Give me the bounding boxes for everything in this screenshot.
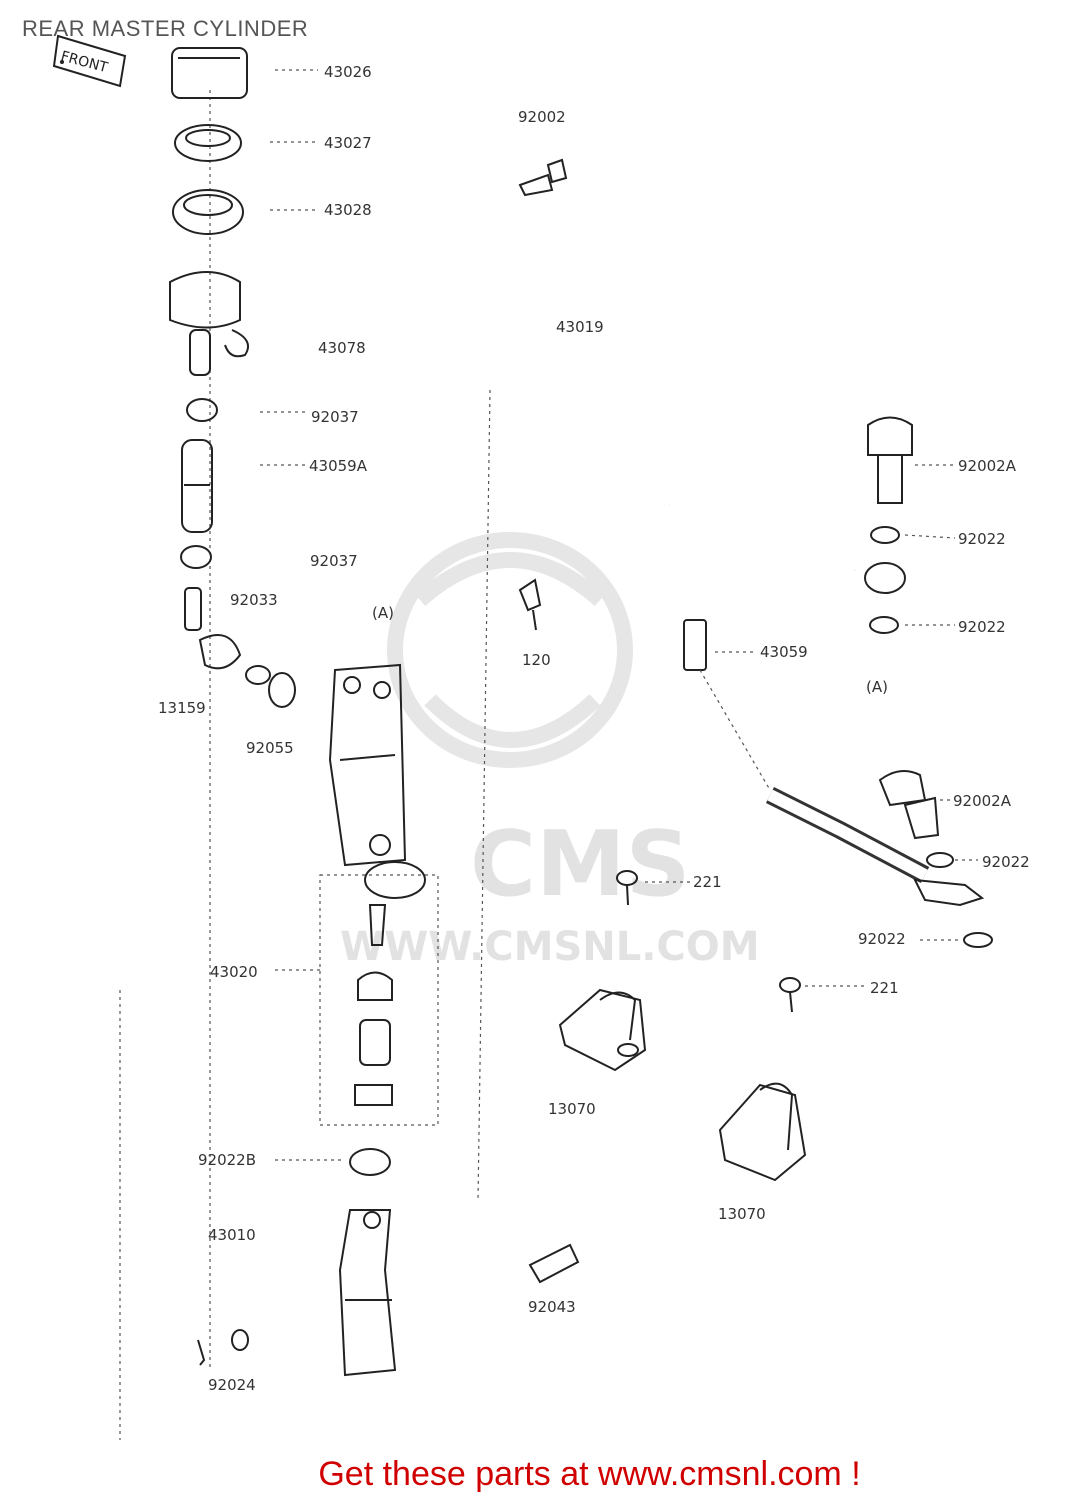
diagram-title: REAR MASTER CYLINDER (22, 16, 309, 41)
bracket-13070-left (558, 988, 647, 1072)
label-43059: 43059 (760, 643, 808, 661)
bolt-221-left (616, 870, 638, 906)
label-43027: 43027 (324, 134, 372, 152)
reservoir-43078 (169, 271, 249, 376)
push-rod-43010 (338, 1209, 397, 1377)
label-221-right: 221 (870, 979, 899, 997)
label-13070-left: 13070 (548, 1100, 596, 1118)
master-cylinder-body-92055 (328, 663, 407, 867)
reservoir-cap-43026 (171, 47, 248, 99)
watermark-url-text: WWW.CMSNL.COM (340, 924, 760, 970)
label-92022-upper-2: 92022 (958, 618, 1006, 636)
label-92037-lower: 92037 (310, 552, 358, 570)
hose-43059A (181, 439, 213, 533)
cotter-pin-92024 (197, 1329, 249, 1366)
bolt-221-right (779, 977, 801, 1013)
washer-92022-upper-2 (869, 616, 899, 634)
hose-guide-line (699, 669, 771, 791)
front-tag: FRONT (52, 34, 127, 88)
label-ref-a-right: (A) (866, 678, 888, 696)
footer-banner[interactable]: Get these parts at www.cmsnl.com ! (0, 1455, 1087, 1494)
o-ring-13159 (268, 672, 296, 708)
label-ref-a-left: (A) (372, 604, 394, 622)
label-92024: 92024 (208, 1376, 256, 1394)
clamp-92037-lower (180, 545, 212, 569)
label-43026: 43026 (324, 63, 372, 81)
brake-hose-lower (765, 786, 985, 907)
label-13070-right: 13070 (718, 1205, 766, 1223)
clamp-92037-upper (186, 398, 218, 422)
label-92002A-lower: 92002A (953, 792, 1012, 810)
part-labels: 43026 43027 43028 43078 92037 43059A 920… (158, 63, 1030, 1394)
label-92022-lower-1: 92022 (982, 853, 1030, 871)
diaphragm-plate-43027 (174, 124, 242, 162)
label-43028: 43028 (324, 201, 372, 219)
label-92043: 92043 (528, 1298, 576, 1316)
bracket-13070-right (718, 1082, 807, 1182)
label-92002: 92002 (518, 108, 566, 126)
brake-hose-43059 (665, 478, 906, 671)
label-92033: 92033 (230, 591, 278, 609)
middle-center-line (477, 389, 491, 1201)
bolt-92002A-upper (867, 416, 913, 504)
label-92037-upper: 92037 (311, 408, 359, 426)
label-92022-lower-2: 92022 (858, 930, 906, 948)
watermark: CMS WWW.CMSNL.COM (340, 532, 760, 970)
washer-92022-lower-2 (963, 932, 993, 948)
label-43059A: 43059A (309, 457, 368, 475)
boot-92022B (349, 1148, 391, 1176)
pin-92043 (528, 1243, 580, 1284)
piston-kit-43020 (319, 861, 439, 1126)
label-43078: 43078 (318, 339, 366, 357)
watermark-logo-text: CMS (470, 812, 690, 917)
label-120: 120 (522, 651, 551, 669)
bolt-120 (518, 578, 542, 631)
diaphragm-43028 (172, 189, 244, 235)
label-92022B: 92022B (198, 1151, 256, 1169)
leader-lines (260, 69, 978, 1161)
bolt-92002A-lower (878, 770, 940, 840)
label-43019: 43019 (556, 318, 604, 336)
label-92002A-upper: 92002A (958, 457, 1017, 475)
washer-92022-upper-1 (870, 526, 900, 544)
washer-92022-lower-1 (926, 852, 954, 868)
label-92022-upper-1: 92022 (958, 530, 1006, 548)
bolt-92002 (518, 158, 568, 197)
fitting-92033 (184, 587, 271, 685)
label-221-left: 221 (693, 873, 722, 891)
label-92055: 92055 (246, 739, 294, 757)
label-43020: 43020 (210, 963, 258, 981)
footer-link-text[interactable]: Get these parts at www.cmsnl.com ! (318, 1455, 861, 1493)
label-43010: 43010 (208, 1226, 256, 1244)
label-13159: 13159 (158, 699, 206, 717)
front-tag-label: FRONT (59, 48, 110, 76)
